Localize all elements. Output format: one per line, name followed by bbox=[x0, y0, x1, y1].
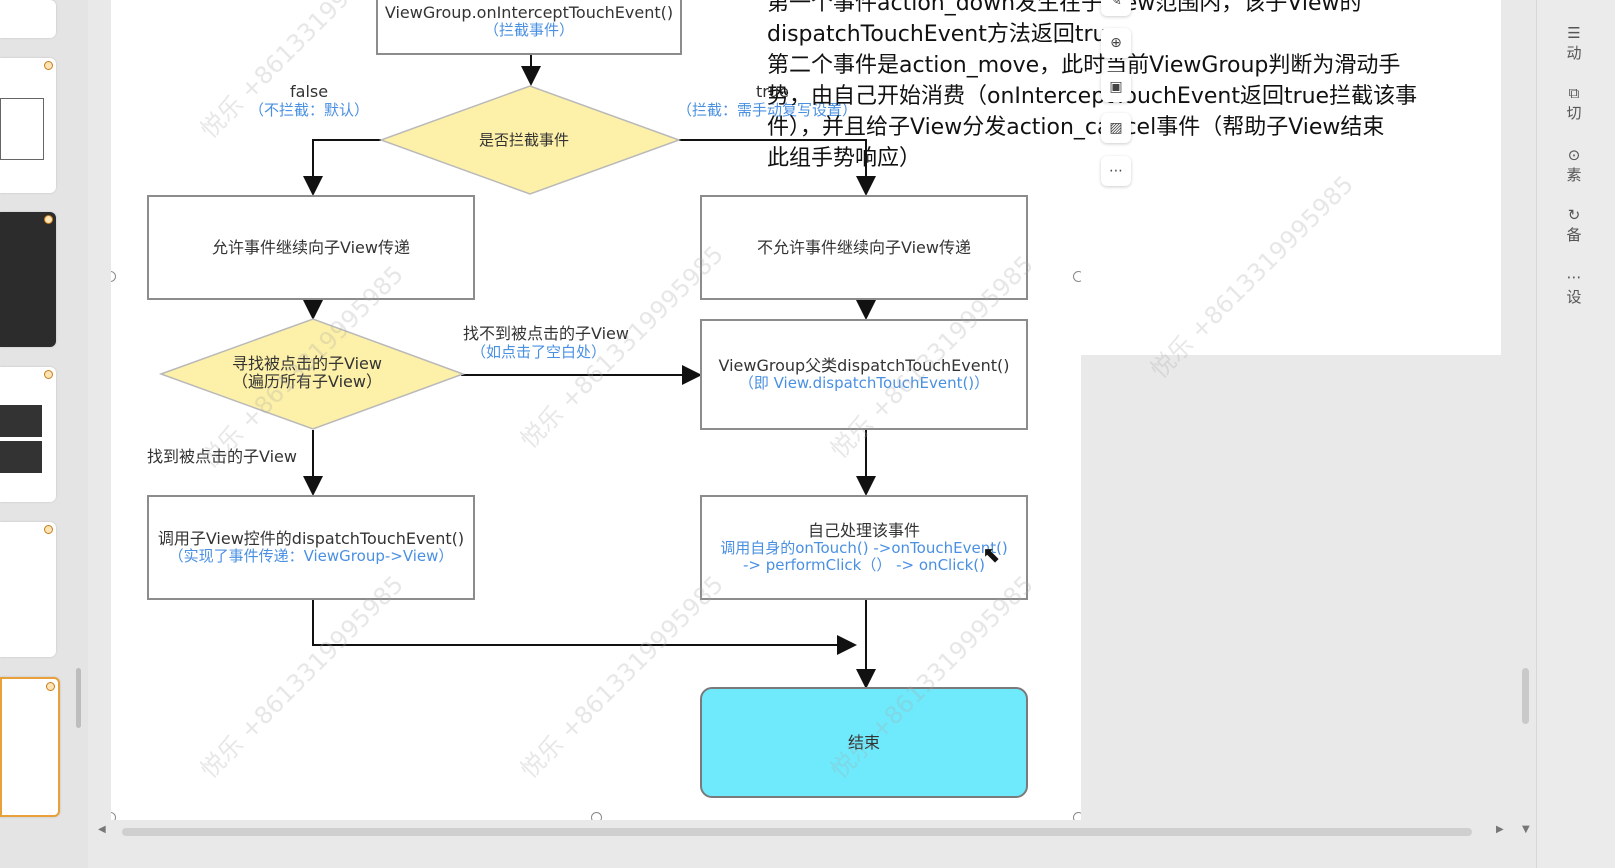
false-label: false bbox=[290, 82, 329, 101]
scroll-down-icon[interactable]: ▼ bbox=[1522, 824, 1530, 835]
backup-icon: ↻ bbox=[1567, 206, 1581, 224]
scroll-thumb[interactable] bbox=[122, 828, 1472, 836]
slide-thumbnail-2[interactable] bbox=[0, 58, 56, 193]
notes-panel[interactable]: 悦乐 +8613319995985 bbox=[1081, 0, 1501, 384]
box-main-text: 自己处理该事件 bbox=[807, 520, 920, 540]
slide-thumbnail-5[interactable] bbox=[0, 522, 56, 657]
overlay-text-line: 此组手势响应） bbox=[767, 146, 922, 171]
slide-thumbnail-3[interactable] bbox=[0, 212, 56, 347]
box-sub-text: 调用自身的onTouch() ->onTouchEvent() bbox=[720, 538, 1008, 557]
box-main-text: 结束 bbox=[847, 732, 880, 752]
settings-icon: ⋯ bbox=[1566, 268, 1582, 286]
not-found-label: 找不到被点击的子View bbox=[463, 324, 629, 343]
box-main-text: 允许事件继续向子View传递 bbox=[212, 237, 410, 257]
overlay-text-line: 势，由自己开始消费（onInterceptTouchEvent返回true拦截该… bbox=[767, 84, 1418, 109]
right-side-panel: ☰动 ⧉切 ⊙素 ↻备 ⋯设 bbox=[1536, 0, 1615, 868]
find-decision-line2: （遍历所有子View） bbox=[232, 372, 382, 391]
box-main-text: ViewGroup.onInterceptTouchEvent() bbox=[384, 3, 674, 22]
overlay-text-line: 第一个事件action_down发生在子View范围内，该子View的 bbox=[767, 0, 1362, 16]
watermark-text: 悦乐 +8613319995985 bbox=[1145, 170, 1359, 385]
found-label: 找到被点击的子View bbox=[147, 447, 297, 466]
animation-tab[interactable]: ☰动 bbox=[1559, 24, 1589, 63]
deny-propagation-box: 不允许事件继续向子View传递 bbox=[700, 195, 1028, 300]
end-box: 结束 bbox=[700, 687, 1028, 798]
scroll-right-icon[interactable]: ▶ bbox=[1496, 824, 1504, 835]
not-found-sub-label: （如点击了空白处） bbox=[471, 343, 607, 361]
box-sub-text: （拦截事件） bbox=[483, 21, 574, 39]
floating-toolbar: ✎ ⊕ ▣ ▨ ⋯ bbox=[1101, 0, 1133, 190]
decision-diamond bbox=[378, 85, 682, 195]
resize-handle[interactable] bbox=[1073, 812, 1081, 820]
box-main-text: 调用子View控件的dispatchTouchEvent() bbox=[157, 529, 465, 548]
slide-canvas[interactable]: ViewGroup.onInterceptTouchEvent() （拦截事件）… bbox=[111, 0, 1081, 820]
slide-thumbnail-1[interactable] bbox=[0, 0, 56, 38]
intercept-method-box: ViewGroup.onInterceptTouchEvent() （拦截事件） bbox=[376, 0, 682, 55]
more-icon[interactable]: ⋯ bbox=[1101, 156, 1131, 186]
cursor-icon: ⬉ bbox=[982, 543, 1001, 568]
transition-tab[interactable]: ⧉切 bbox=[1559, 84, 1589, 123]
box-sub-text: （即 View.dispatchTouchEvent()） bbox=[738, 374, 990, 392]
overlay-text-line: 件），并且给子View分发action_cancel事件（帮助子View结束 bbox=[767, 115, 1385, 140]
backup-tab[interactable]: ↻备 bbox=[1559, 206, 1589, 245]
find-decision-line1: 寻找被点击的子View bbox=[232, 354, 382, 373]
transition-label: 切 bbox=[1566, 104, 1582, 122]
animation-icon: ☰ bbox=[1567, 24, 1581, 42]
slide-thumbnail-panel bbox=[0, 0, 88, 868]
fill-icon[interactable]: ▨ bbox=[1101, 113, 1131, 143]
assets-label: 素 bbox=[1566, 166, 1582, 184]
vertical-scrollbar[interactable] bbox=[1522, 668, 1529, 724]
true-sub-label: （拦截：需手动复写设置） bbox=[677, 101, 858, 119]
assets-tab[interactable]: ⊙素 bbox=[1559, 146, 1589, 185]
decision-diamond bbox=[158, 318, 466, 430]
animation-label: 动 bbox=[1566, 44, 1582, 62]
box-main-text: 不允许事件继续向子View传递 bbox=[757, 237, 971, 257]
backup-label: 备 bbox=[1566, 226, 1582, 244]
transition-icon: ⧉ bbox=[1568, 84, 1580, 102]
slide-marker-icon bbox=[46, 682, 55, 691]
flowchart-connectors bbox=[158, 55, 876, 689]
zoom-in-icon[interactable]: ⊕ bbox=[1101, 28, 1131, 58]
parent-dispatch-box: ViewGroup父类dispatchTouchEvent() （即 View.… bbox=[700, 319, 1028, 430]
thumbnail-scrollbar[interactable] bbox=[76, 668, 81, 728]
self-handle-box: 自己处理该事件 调用自身的onTouch() ->onTouchEvent() … bbox=[700, 495, 1028, 600]
decision-intercept-text: 是否拦截事件 bbox=[479, 131, 570, 149]
allow-propagation-box: 允许事件继续向子View传递 bbox=[147, 195, 475, 300]
slide-thumbnail-6-selected[interactable] bbox=[0, 677, 60, 817]
slide-thumbnail-4[interactable] bbox=[0, 367, 56, 502]
resize-handle[interactable] bbox=[591, 812, 602, 820]
box-sub-text: （实现了事件传递：ViewGroup->View） bbox=[168, 547, 454, 565]
true-label: true bbox=[756, 82, 789, 101]
assets-icon: ⊙ bbox=[1567, 146, 1581, 164]
settings-label: 设 bbox=[1566, 288, 1582, 306]
horizontal-scrollbar[interactable]: ◀ ▶ ▼ bbox=[98, 824, 1538, 838]
slide-marker-icon bbox=[44, 370, 53, 379]
scroll-left-icon[interactable]: ◀ bbox=[98, 824, 106, 835]
overlay-text-line: 第二个事件是action_move，此时当前ViewGroup判断为滑动手 bbox=[767, 53, 1401, 78]
settings-tab[interactable]: ⋯设 bbox=[1559, 268, 1589, 307]
slide-marker-icon bbox=[44, 525, 53, 534]
image-icon[interactable]: ▣ bbox=[1101, 72, 1131, 102]
resize-handle[interactable] bbox=[1073, 271, 1081, 282]
slide-marker-icon bbox=[44, 61, 53, 70]
overlay-text-line: dispatchTouchEvent方法返回true bbox=[767, 22, 1120, 47]
box-sub-text: -> performClick（） -> onClick() bbox=[742, 555, 986, 574]
edit-icon[interactable]: ✎ bbox=[1101, 0, 1131, 16]
child-dispatch-box: 调用子View控件的dispatchTouchEvent() （实现了事件传递：… bbox=[147, 495, 475, 600]
false-sub-label: （不拦截：默认） bbox=[249, 101, 370, 119]
slide-marker-icon bbox=[44, 215, 53, 224]
box-main-text: ViewGroup父类dispatchTouchEvent() bbox=[718, 356, 1010, 375]
resize-handle[interactable] bbox=[111, 812, 116, 820]
